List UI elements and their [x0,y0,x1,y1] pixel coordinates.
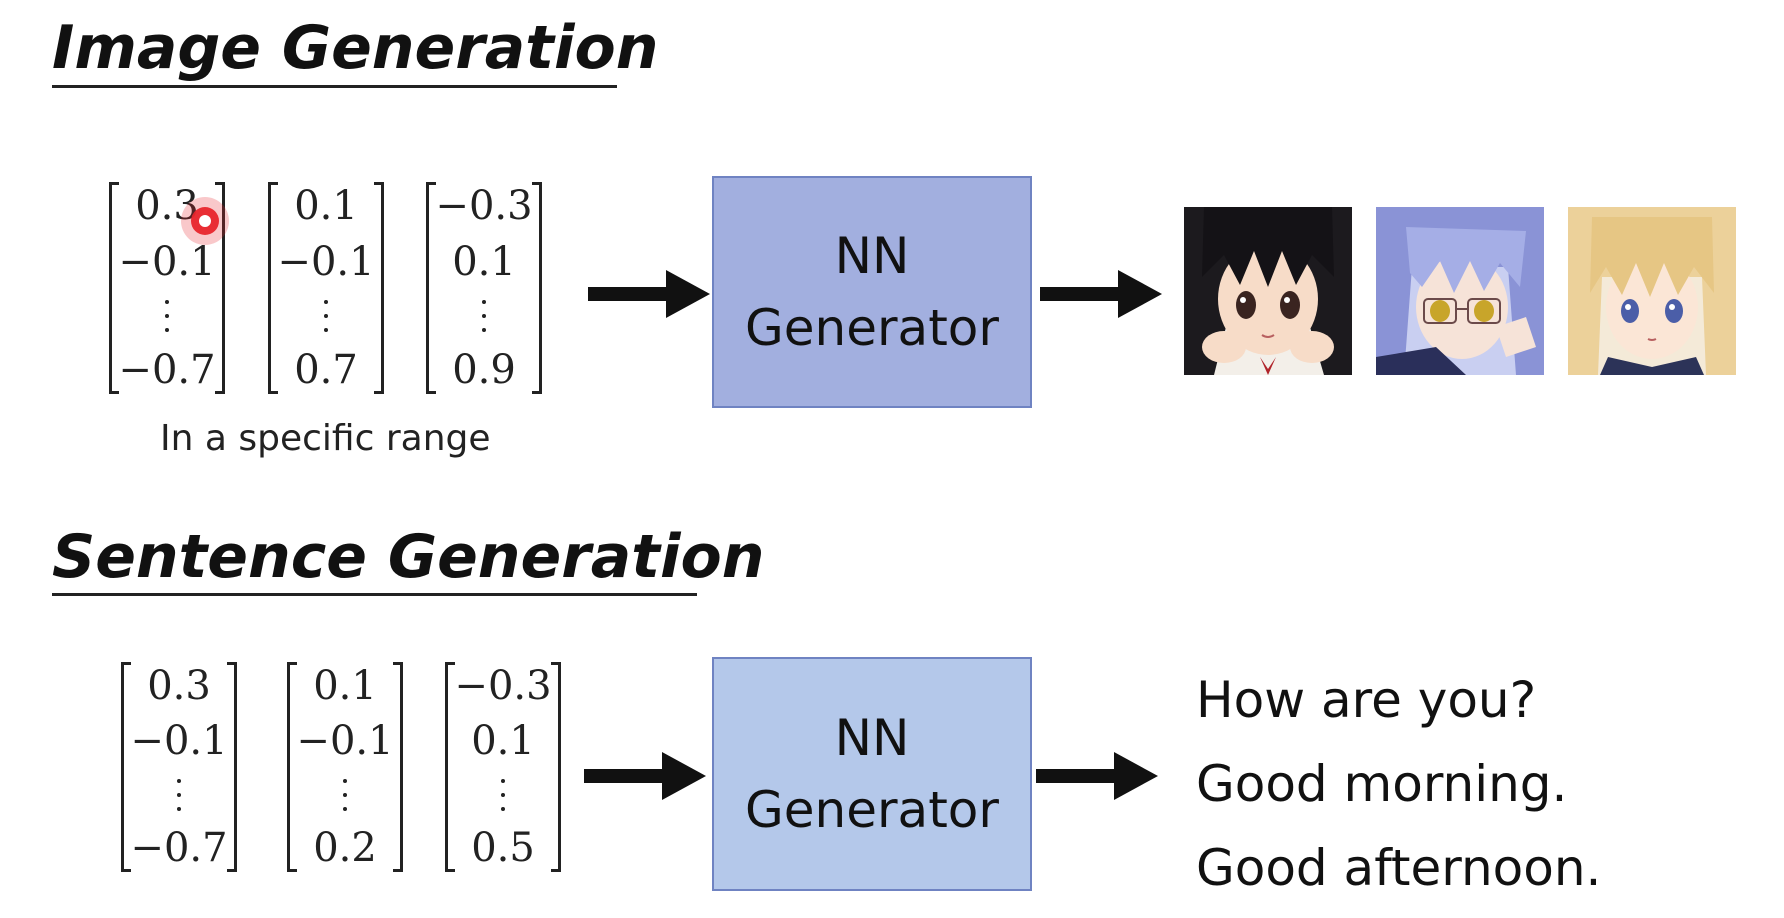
input-vector: 0.3 −0.1 −0.7 [121,662,237,872]
right-arrow-icon [584,752,706,800]
image-generation-title: Image Generation [52,13,659,83]
vertical-ellipsis-icon [177,777,181,813]
anime-face-1 [1184,207,1352,375]
vector-value: −0.1 [296,718,394,765]
vector-value: 0.1 [452,239,516,285]
input-vector: 0.3 −0.1 −0.7 [109,182,225,394]
sentence-output: How are you? [1196,671,1537,729]
input-vector: 0.1 −0.1 0.2 [287,662,403,872]
anime-face-3 [1568,207,1736,375]
vector-value: 0.5 [471,824,535,871]
vertical-ellipsis-icon [343,777,347,813]
generator-label: NN [834,708,910,767]
input-vector: 0.1 −0.1 0.7 [268,182,384,394]
vector-value: 0.1 [294,183,358,229]
generator-label: NN [834,226,910,285]
title-underline [52,85,617,88]
vector-value: 0.9 [452,347,516,393]
vector-value: −0.1 [277,239,375,285]
vertical-ellipsis-icon [165,298,169,334]
sentence-output: Good morning. [1196,755,1568,813]
input-vector: −0.3 0.1 0.5 [445,662,561,872]
generated-sentences: How are you? Good morning. Good afternoo… [1196,658,1601,910]
vector-value: 0.2 [313,824,377,871]
click-cursor-icon [181,197,229,245]
generator-label: Generator [745,299,999,357]
anime-face-2 [1376,207,1544,375]
right-arrow-icon [588,270,710,318]
right-arrow-icon [1040,270,1162,318]
vertical-ellipsis-icon [324,298,328,334]
vector-value: 0.1 [471,718,535,765]
vector-value: −0.1 [118,239,216,285]
nn-generator-box: NN Generator [712,657,1032,891]
vector-value: 0.3 [135,183,199,229]
vector-value: −0.7 [130,824,228,871]
vertical-ellipsis-icon [482,298,486,334]
sentence-generation-title: Sentence Generation [52,522,765,592]
vector-value: −0.3 [435,183,533,229]
sentence-output: Good afternoon. [1196,839,1602,897]
right-arrow-icon [1036,752,1158,800]
generator-label: Generator [745,781,999,839]
vector-value: 0.1 [313,663,377,709]
title-underline [52,593,697,596]
range-caption: In a specific range [160,418,491,459]
vector-value: 0.3 [147,663,211,709]
nn-generator-box: NN Generator [712,176,1032,408]
input-vector: −0.3 0.1 0.9 [426,182,542,394]
vector-value: 0.7 [294,347,358,393]
vertical-ellipsis-icon [501,777,505,813]
vector-value: −0.3 [454,663,552,709]
vector-value: −0.7 [118,347,216,393]
vector-value: −0.1 [130,718,228,765]
